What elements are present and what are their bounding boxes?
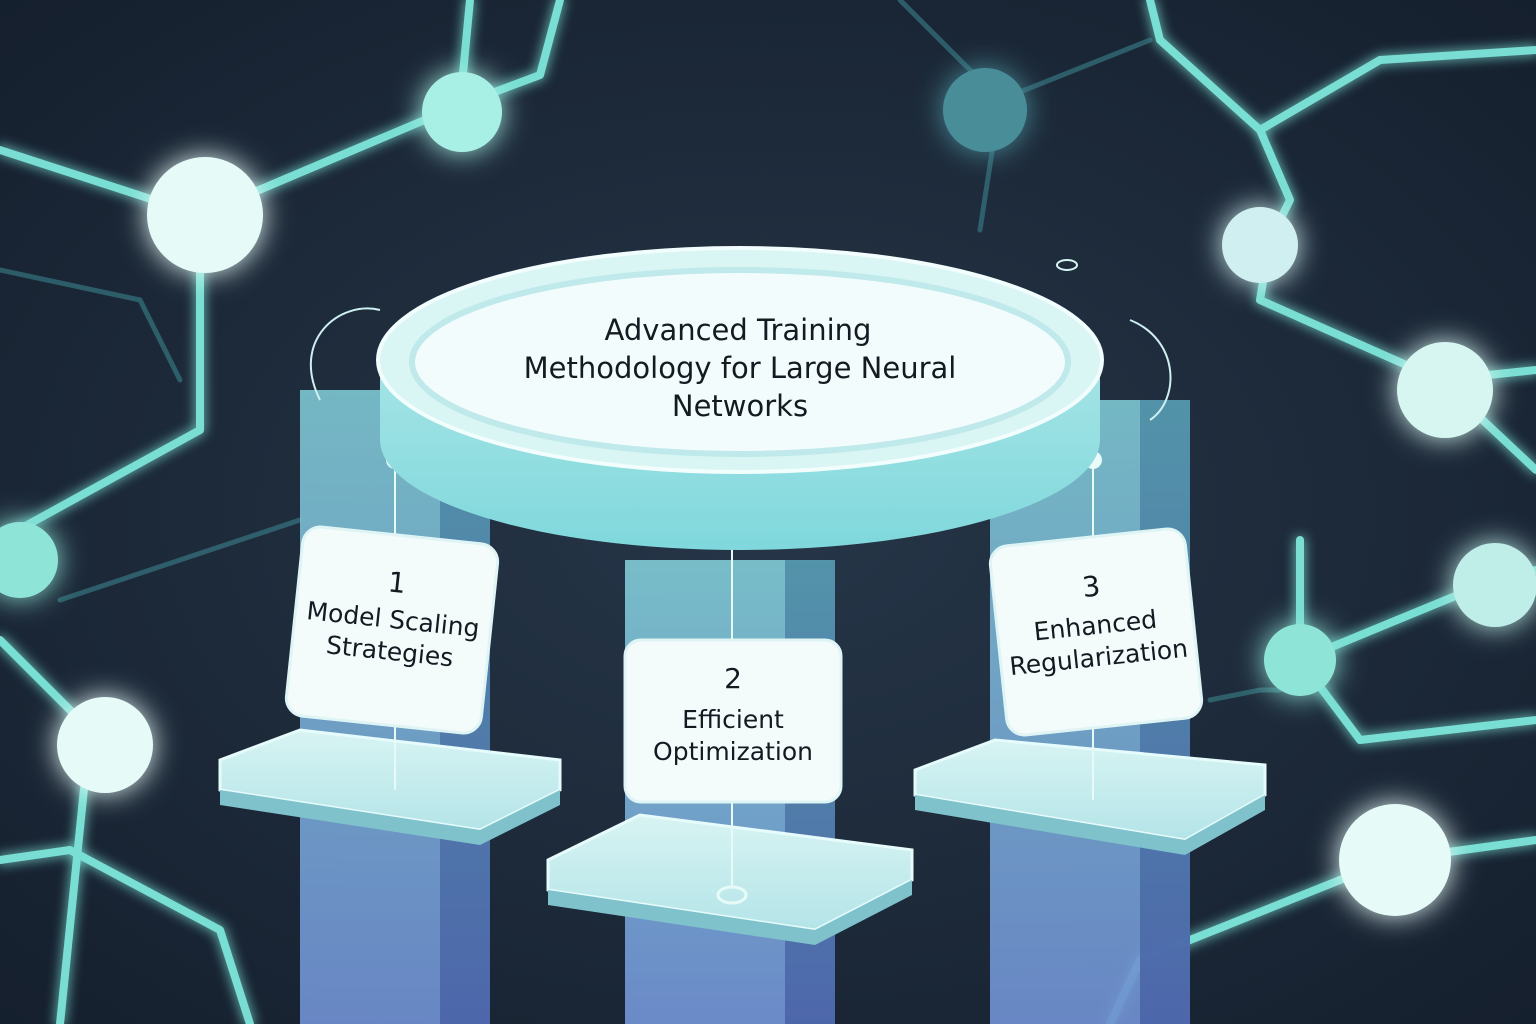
- node: [1339, 804, 1451, 916]
- central-disc: [309, 246, 1172, 550]
- network-nodes: [0, 68, 1536, 916]
- card-2-number: 2: [724, 662, 742, 695]
- node: [0, 522, 58, 598]
- card-1: 1 Model Scaling Strategies: [284, 525, 500, 735]
- title-line-2: Methodology for Large Neural: [524, 351, 957, 385]
- card-3: 3 Enhanced Regularization: [988, 527, 1204, 737]
- card-1-number: 1: [386, 565, 407, 600]
- card-2-line-1: Efficient: [682, 705, 784, 734]
- platforms: [218, 728, 1267, 945]
- node: [1222, 207, 1298, 283]
- node: [1264, 624, 1336, 696]
- node: [147, 157, 263, 273]
- title-line-1: Advanced Training: [605, 313, 872, 347]
- node: [57, 697, 153, 793]
- node: [943, 68, 1027, 152]
- node: [422, 72, 502, 152]
- card-3-number: 3: [1081, 569, 1102, 604]
- connector-ring: [716, 885, 748, 905]
- node: [1397, 342, 1493, 438]
- card-2-line-2: Optimization: [653, 737, 813, 766]
- title-line-3: Networks: [672, 389, 808, 423]
- node: [1453, 543, 1536, 627]
- card-2: 2 Efficient Optimization: [623, 638, 843, 804]
- diagram-title: Advanced Training Methodology for Large …: [524, 313, 957, 423]
